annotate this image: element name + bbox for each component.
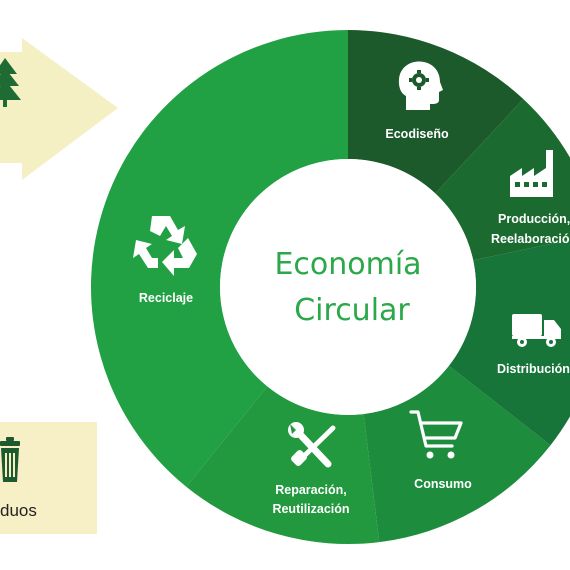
label-ecodiseno: Ecodiseño	[385, 127, 449, 141]
waste-box: duos	[0, 422, 97, 534]
label-produccion-line2: Reelaboración	[491, 232, 570, 246]
trash-can-icon	[0, 437, 20, 482]
center-circle	[220, 159, 476, 415]
label-reparacion-line1: Reparación,	[275, 483, 347, 497]
segment-produccion	[435, 99, 570, 261]
label-consumo: Consumo	[414, 477, 472, 491]
ring	[91, 30, 570, 544]
waste-box-label: duos	[0, 501, 37, 520]
label-reparacion-line2: Reutilización	[272, 502, 349, 516]
segment-labels: Ecodiseño Producción, Reelaboración Dist…	[139, 127, 570, 516]
segment-consumo	[363, 365, 551, 543]
input-arrow	[0, 38, 118, 180]
factory-icon	[510, 150, 553, 197]
label-produccion-line1: Producción,	[498, 212, 570, 226]
center-title-line2: Circular	[294, 293, 410, 328]
shopping-cart-icon	[409, 410, 463, 459]
segment-reciclaje	[91, 30, 349, 487]
tree-icon	[0, 58, 21, 107]
truck-icon	[512, 314, 561, 347]
segment-distribucion	[448, 239, 570, 446]
label-distribucion: Distribución	[497, 362, 570, 376]
segment-ecodiseno	[348, 30, 524, 194]
head-gear-icon	[398, 61, 443, 110]
label-reciclaje: Reciclaje	[139, 291, 193, 305]
wrench-screwdriver-icon	[288, 422, 336, 468]
center-title-line1: Economía	[274, 247, 421, 282]
recycle-icon	[133, 216, 197, 276]
segment-reparacion	[186, 386, 380, 544]
